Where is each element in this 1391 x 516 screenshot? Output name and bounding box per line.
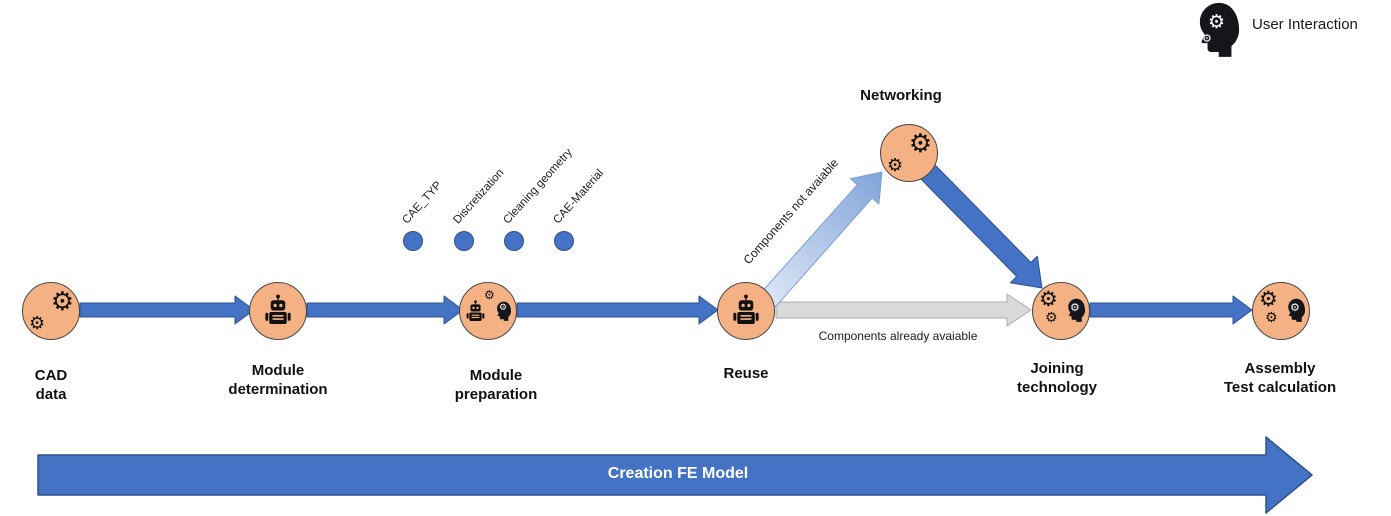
label-line: technology <box>1016 379 1098 396</box>
label-module-preparation: Module preparation <box>455 366 538 404</box>
gear-icon: ⚙ <box>1208 11 1226 33</box>
gear-icon: ⚙ <box>908 129 932 159</box>
arrow-preparation-to-reuse <box>516 295 719 325</box>
robot-icon <box>465 300 486 323</box>
param-dot <box>454 231 474 251</box>
label-line: preparation <box>454 386 538 403</box>
head-gear-icon: ⚙ <box>1066 298 1086 322</box>
param-dot <box>403 231 423 251</box>
user-interaction-icon: ⚙ ⚙ <box>1194 1 1242 57</box>
gear-icon: ⚙ <box>887 155 904 176</box>
gear-icon: ⚙ <box>484 288 495 302</box>
gear-icon: ⚙ <box>1070 301 1080 314</box>
label-reuse: Reuse <box>723 364 768 383</box>
param-dot <box>554 231 574 251</box>
node-assembly: ⚙ ⚙ ⚙ <box>1252 282 1310 340</box>
node-joining-technology: ⚙ ⚙ ⚙ <box>1032 282 1090 340</box>
gear-icon: ⚙ <box>1290 301 1300 314</box>
label-line: CAD <box>34 367 68 384</box>
arrow-joining-to-assembly <box>1089 295 1253 325</box>
label-joining-technology: Joining technology <box>1017 359 1097 397</box>
node-module-preparation: ⚙ ⚙ <box>459 282 517 340</box>
creation-fe-model-arrow <box>37 436 1313 514</box>
label-line: Networking <box>860 87 942 104</box>
node-cad-data: ⚙ ⚙ <box>22 282 80 340</box>
user-interaction-label: User Interaction <box>1252 16 1358 33</box>
gear-icon: ⚙ <box>1045 310 1058 326</box>
label-module-determination: Module determination <box>228 361 327 399</box>
label-line: Joining <box>1030 360 1084 377</box>
label-networking: Networking <box>860 86 942 105</box>
gear-icon: ⚙ <box>1039 287 1058 311</box>
arrow-reuse-to-joining-direct <box>775 293 1032 327</box>
arrow-cad-to-module-determination <box>79 295 255 325</box>
label-cad-data: CAD data <box>35 366 68 404</box>
gear-icon: ⚙ <box>1259 287 1278 311</box>
node-networking: ⚙ ⚙ <box>880 124 938 182</box>
node-reuse <box>717 282 775 340</box>
label-line: Test calculation <box>1223 379 1337 396</box>
label-line: Assembly <box>1244 360 1316 377</box>
label-line: Module <box>251 362 305 379</box>
gear-icon: ⚙ <box>29 313 46 334</box>
head-gear-icon: ⚙ <box>495 301 512 321</box>
arrow-module-determination-to-preparation <box>306 295 464 325</box>
arrow-reuse-to-networking <box>760 171 883 308</box>
label-line: determination <box>228 381 328 398</box>
edge-label-components-already-available: Components already avaiable <box>818 329 978 343</box>
creation-fe-model-label: Creation FE Model <box>607 465 749 482</box>
robot-icon <box>731 294 761 327</box>
label-line: Module <box>469 367 523 384</box>
gear-icon: ⚙ <box>1202 32 1212 45</box>
label-line: Reuse <box>723 365 769 382</box>
param-dot <box>504 231 524 251</box>
label-line: data <box>35 386 67 403</box>
gear-icon: ⚙ <box>50 287 74 317</box>
node-module-determination <box>249 282 307 340</box>
gear-icon: ⚙ <box>499 303 508 313</box>
arrow-networking-to-joining <box>920 164 1043 289</box>
head-gear-icon: ⚙ <box>1286 298 1306 322</box>
robot-icon <box>263 294 293 327</box>
label-assembly: Assembly Test calculation <box>1224 359 1336 397</box>
gear-icon: ⚙ <box>1265 310 1278 326</box>
